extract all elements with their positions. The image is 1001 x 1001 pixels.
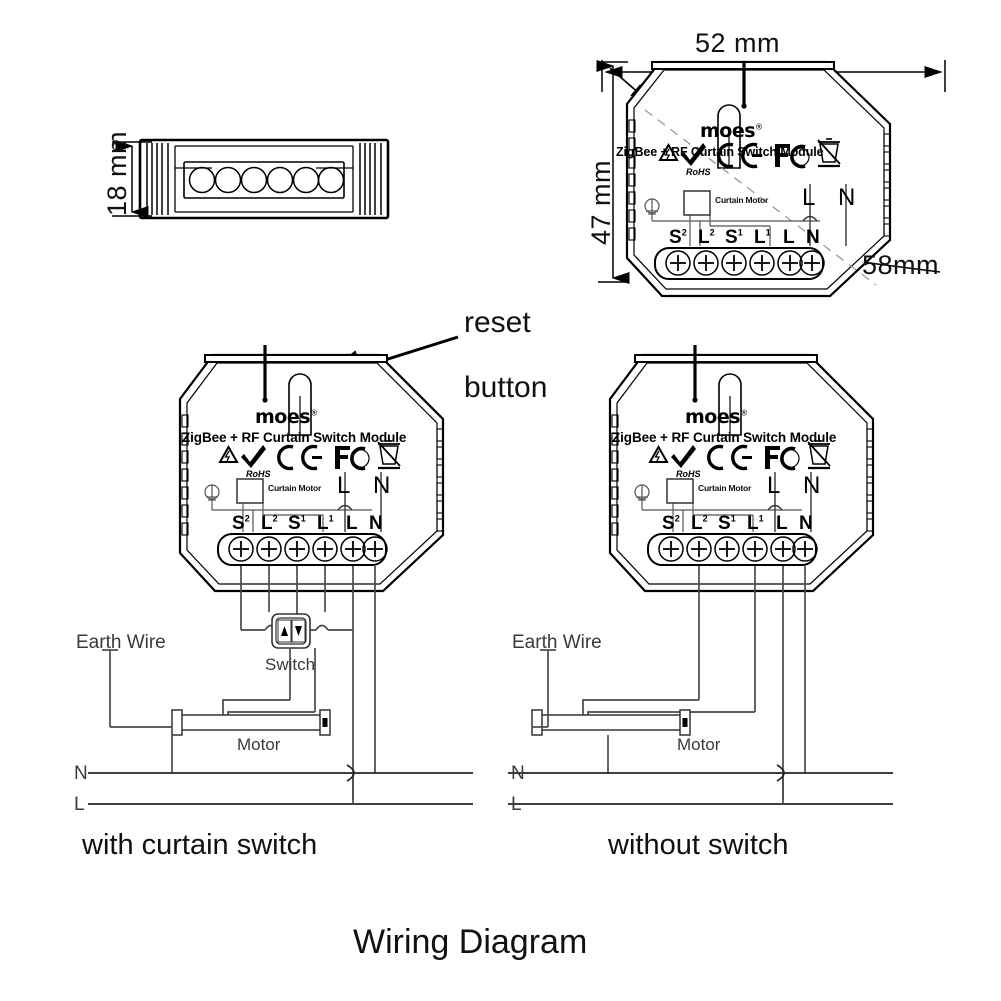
- dimension-front-width: 52 mm: [695, 28, 781, 58]
- product-name-left: ZigBee + RF Curtain Switch Module: [182, 430, 407, 445]
- terminal-label-3-top: S1: [725, 227, 743, 248]
- terminal-label-5-top: L: [783, 227, 795, 248]
- brand-logo-right: moes®: [685, 406, 748, 428]
- live-label-right: L: [767, 472, 781, 499]
- terminal-label-4-top: L1: [754, 227, 771, 248]
- terminal-label-3-right: S1: [718, 513, 736, 534]
- curtain-motor-label-right: Curtain Motor: [698, 483, 752, 493]
- live-label-top: L: [802, 184, 816, 211]
- dimension-front-diagonal: 58mm: [862, 250, 940, 280]
- brand-logo-left: moes®: [255, 406, 318, 428]
- terminal-label-1-left: S2: [232, 513, 250, 534]
- terminal-label-1-top: S2: [669, 227, 687, 248]
- terminal-label-2-top: L2: [698, 227, 715, 248]
- certification-marks-right: [648, 440, 831, 471]
- wiring-right: [508, 566, 893, 805]
- earth-wire-label-left: Earth Wire: [76, 632, 166, 653]
- terminal-label-3-left: S1: [288, 513, 306, 534]
- terminal-label-5-right: L: [776, 513, 788, 534]
- motor-label-left: Motor: [237, 735, 281, 754]
- rohs-label-top: RoHS: [686, 167, 711, 177]
- terminal-label-1-right: S2: [662, 513, 680, 534]
- terminal-label-5-left: L: [346, 513, 358, 534]
- live-label-left: L: [337, 472, 351, 499]
- front-view-dimensioned: [596, 60, 946, 298]
- curtain-motor-label-left: Curtain Motor: [268, 483, 322, 493]
- earth-wire-label-right: Earth Wire: [512, 632, 602, 653]
- module-body-right: [608, 345, 875, 593]
- rohs-label-left: RoHS: [246, 469, 271, 479]
- neutral-label-right: N: [803, 472, 821, 499]
- reset-annotation-line2: button: [464, 371, 548, 404]
- terminal-label-4-right: L1: [747, 513, 764, 534]
- brand-logo-top: moes®: [700, 120, 763, 142]
- rail-live-label-left: L: [74, 794, 85, 815]
- switch-label-left: Switch: [265, 655, 316, 674]
- terminal-label-2-right: L2: [691, 513, 708, 534]
- terminal-label-6-left: N: [369, 513, 383, 534]
- terminal-label-6-top: N: [806, 227, 820, 248]
- neutral-label-left: N: [373, 472, 391, 499]
- curtain-motor-label-top: Curtain Motor: [715, 195, 769, 205]
- side-view-drawing: [112, 138, 390, 220]
- page-title: Wiring Diagram: [353, 923, 588, 961]
- caption-left: with curtain switch: [82, 829, 318, 861]
- product-name-right: ZigBee + RF Curtain Switch Module: [612, 430, 837, 445]
- wiring-left: [88, 566, 473, 805]
- certification-marks-top: [658, 138, 841, 169]
- rail-live-label-right: L: [511, 794, 522, 815]
- reset-annotation-line1: reset: [464, 306, 531, 339]
- rohs-label-right: RoHS: [676, 469, 701, 479]
- terminal-label-4-left: L1: [317, 513, 334, 534]
- module-body-left: [178, 345, 445, 593]
- rail-neutral-label-right: N: [511, 763, 525, 784]
- rail-neutral-label-left: N: [74, 763, 88, 784]
- motor-label-right: Motor: [677, 735, 721, 754]
- dimension-side-height: 18 mm: [102, 130, 132, 216]
- terminal-label-2-left: L2: [261, 513, 278, 534]
- caption-right: without switch: [608, 829, 789, 861]
- certification-marks-left: [218, 440, 401, 471]
- terminal-label-6-right: N: [799, 513, 813, 534]
- neutral-label-top: N: [838, 184, 856, 211]
- product-name-top: ZigBee + RF Curtain Switch Module: [616, 145, 824, 159]
- dimension-front-height: 47 mm: [586, 159, 616, 245]
